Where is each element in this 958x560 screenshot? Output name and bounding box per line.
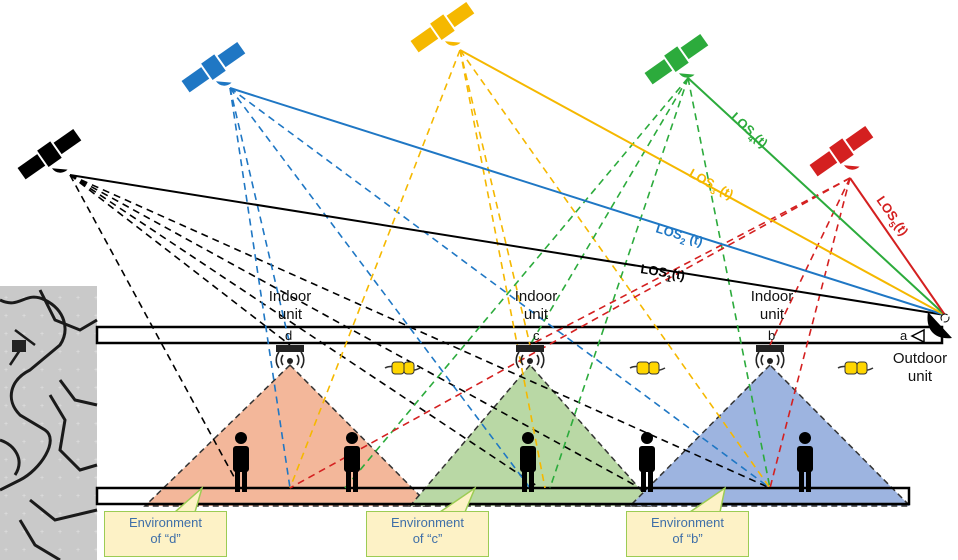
outdoor-dish-icon [927, 311, 953, 339]
satellite-red [809, 125, 874, 177]
indoor-unit-line1: Indoor [268, 288, 312, 305]
environment-callout-b: Environment of “b” [626, 511, 749, 557]
indoor-unit-line1: Indoor [514, 288, 558, 305]
environment-callout-d: Environment of “d” [104, 511, 227, 557]
indoor-unit-line1: Indoor [750, 288, 794, 305]
los-line-1 [69, 174, 946, 316]
indoor-unit-line2: unit [523, 306, 549, 323]
cone-b [628, 363, 912, 507]
los-label-1: LOS1(t) [639, 261, 686, 286]
outdoor-unit-line2: unit [907, 368, 933, 385]
indoor-unit-line2: unit [759, 306, 785, 323]
los-line-4 [687, 77, 946, 316]
router-d-icon [275, 345, 305, 369]
satellite-green [644, 33, 709, 85]
los-label-2: LOS2 (t) [653, 221, 705, 252]
plug-icon-1 [384, 361, 421, 375]
nlos-lines [69, 49, 851, 489]
satellite-blue [181, 41, 246, 93]
unit-letter-b: b [768, 328, 776, 343]
unit-letter-a: a [900, 328, 908, 343]
los-label-4: LOS4(t) [726, 109, 771, 153]
los-label-3: LOS3 (t) [685, 166, 736, 205]
los-lines [69, 49, 946, 316]
satellite-black [17, 128, 82, 180]
los-line-3 [459, 49, 946, 316]
outdoor-unit-label: Outdoor unit [888, 350, 952, 386]
environment-d-line1: Environment [129, 515, 202, 530]
person-icons [233, 432, 813, 492]
plug-icon-2 [629, 361, 666, 375]
cone-d [143, 363, 432, 507]
router-c-icon [515, 345, 545, 369]
unit-letter-c: c [533, 328, 540, 343]
plug-icon-3 [837, 361, 874, 375]
environment-c-line2: of “c” [412, 531, 443, 546]
indoor-unit-label-d: Indoor unit [258, 288, 322, 324]
environment-c-line1: Environment [391, 515, 464, 530]
satellite-yellow [410, 1, 475, 53]
environment-d-line2: of “d” [150, 531, 181, 546]
los-line-2 [229, 87, 946, 316]
unit-letter-d: d [285, 328, 293, 343]
connector-a-icon [910, 328, 925, 344]
indoor-unit-label-b: Indoor unit [740, 288, 804, 324]
outdoor-unit-line1: Outdoor [892, 350, 948, 367]
environment-callout-c: Environment of “c” [366, 511, 489, 557]
environment-b-line1: Environment [651, 515, 724, 530]
map-inset [0, 286, 98, 560]
indoor-unit-label-c: Indoor unit [504, 288, 568, 324]
callout-tails [173, 485, 727, 513]
environment-b-line2: of “b” [672, 531, 703, 546]
router-b-icon [755, 345, 785, 369]
los-line-5 [849, 177, 946, 316]
indoor-unit-line2: unit [277, 306, 303, 323]
